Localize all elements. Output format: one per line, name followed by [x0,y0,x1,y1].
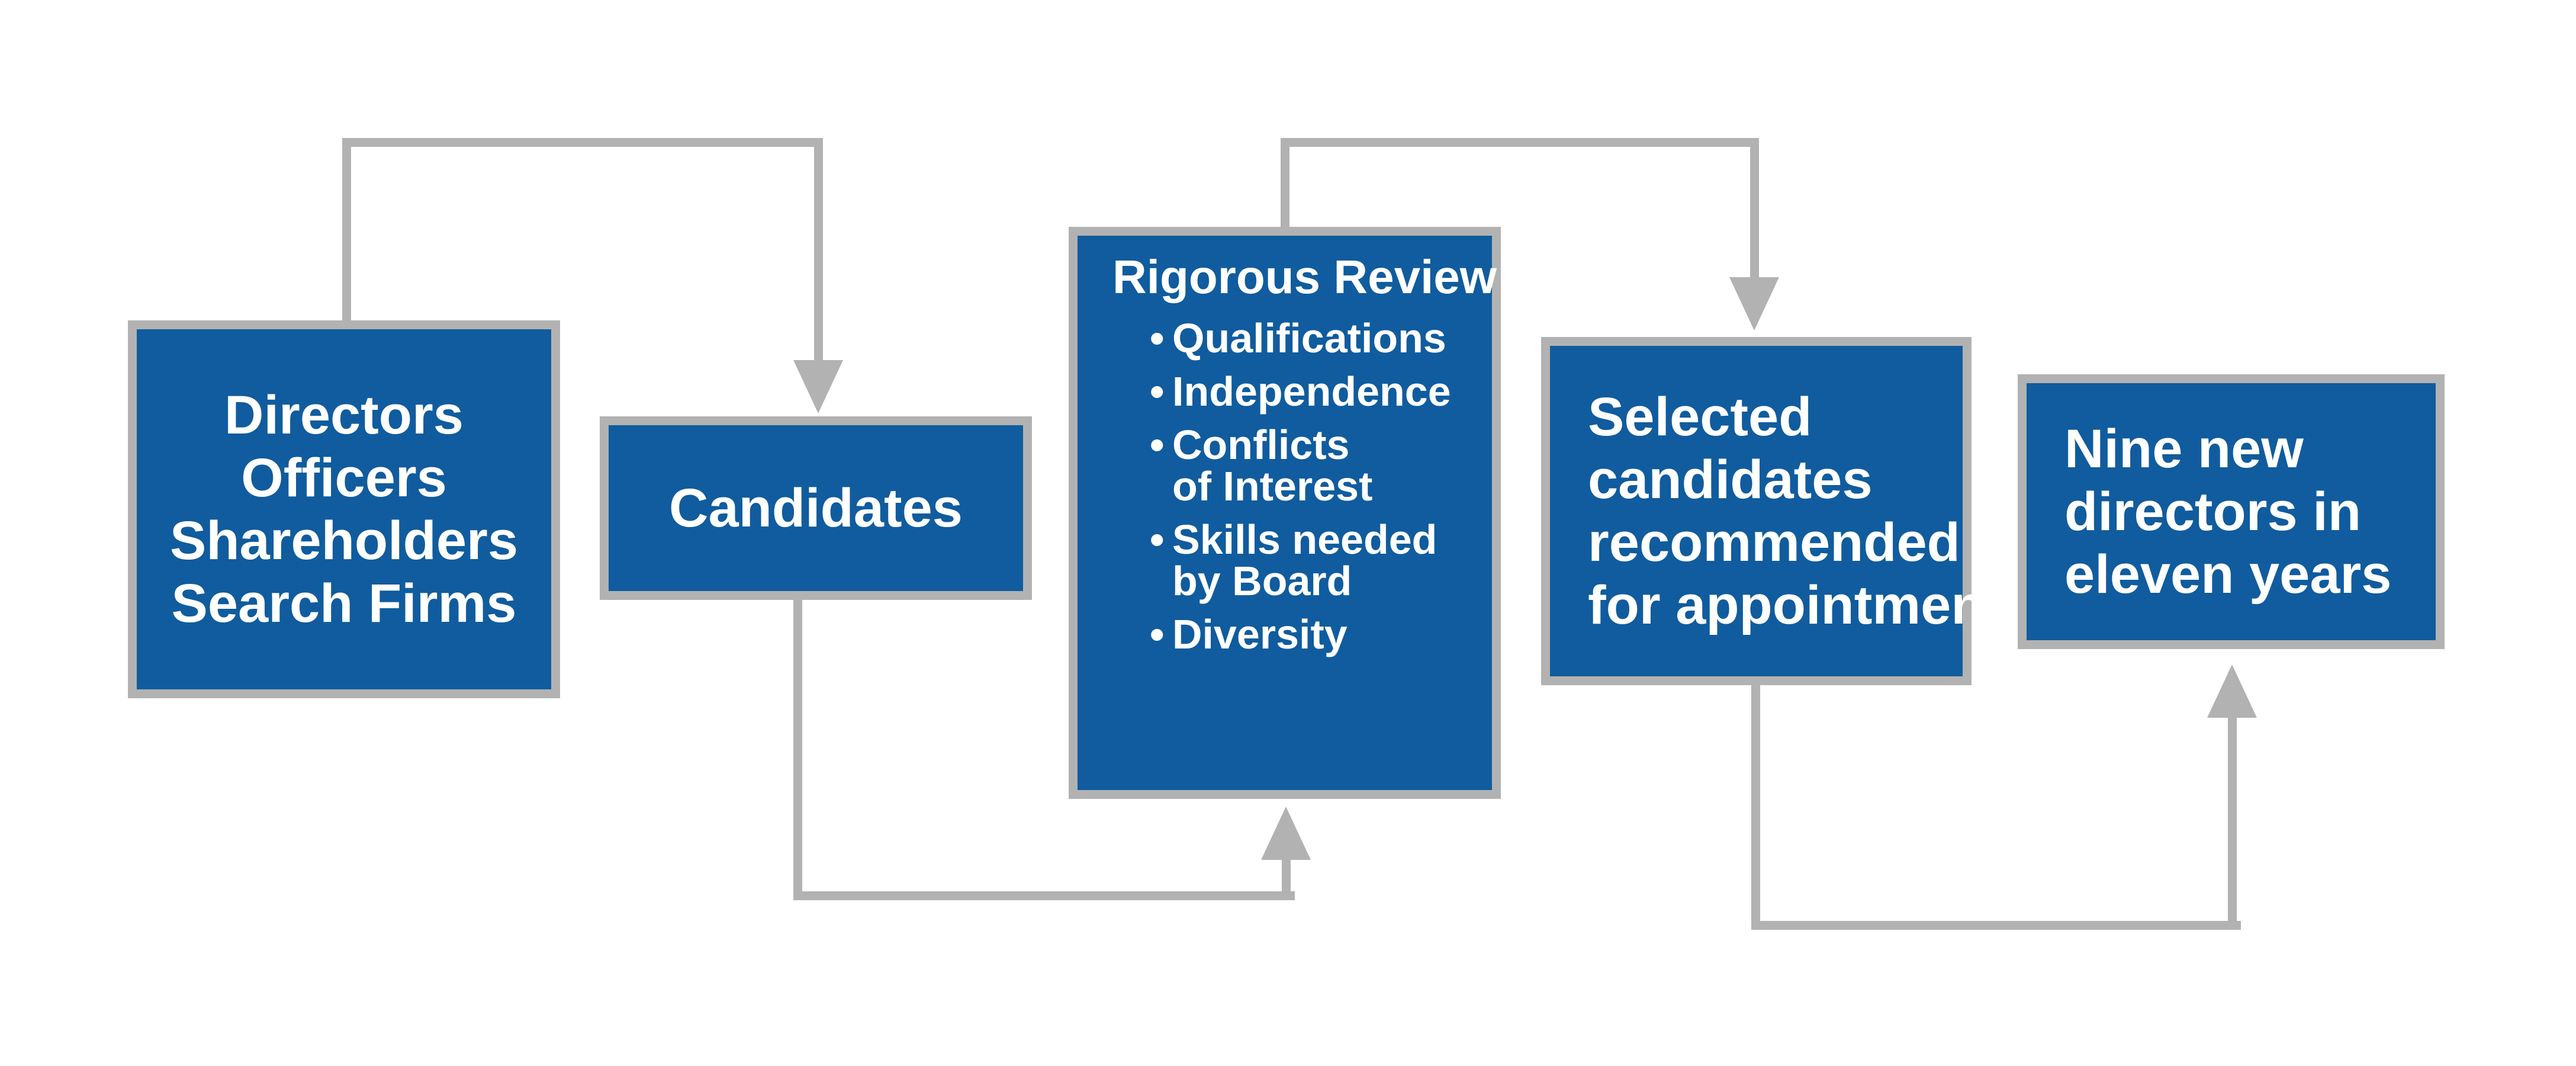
arrow-into-candidates-icon [793,360,843,413]
review-bullet-line: Diversity [1172,611,1348,657]
review-bullet-diversity: • Diversity [1112,614,1474,655]
connector-candidates-down-line [814,138,823,361]
review-bullet-line: Qualifications [1172,315,1446,361]
box-sources-line: Officers [241,448,447,508]
review-bullet-independence: • Independence [1112,371,1474,412]
review-bullet-line: Conflicts [1172,422,1350,468]
review-bullet-line: by Board [1172,558,1352,604]
box-candidates-line: Candidates [669,478,963,538]
box-sources: Directors Officers Shareholders Search F… [128,320,560,698]
box-result: Nine new directors in eleven years [2018,374,2445,649]
connector-sources-top-line [342,138,823,147]
bullet-dot-icon: • [1150,315,1165,361]
box-selected-line: for appointment [1588,575,2003,635]
review-bullet-qualifications: • Qualifications [1112,317,1474,359]
review-bullet-skills: • Skills needed by Board [1112,519,1474,602]
box-review-title: Rigorous Review [1112,251,1497,303]
connector-result-rise-line [2228,717,2237,930]
review-bullet-line: Skills needed [1172,516,1437,563]
box-sources-line: Shareholders [170,510,518,571]
connector-sources-up-line [342,142,351,320]
box-selected-line: candidates [1588,449,1873,510]
box-sources-line: Search Firms [171,573,517,634]
connector-review-top-line [1281,138,1759,147]
review-bullet-line: of Interest [1172,463,1373,509]
box-review: Rigorous Review • Qualifications • Indep… [1069,227,1501,799]
review-bullet-line: Independence [1172,368,1451,415]
review-bullet-conflicts: • Conflicts of Interest [1112,424,1474,507]
box-selected-line: Selected [1588,387,1812,447]
connector-review-up-line [1281,142,1289,227]
arrow-into-result-icon [2207,664,2257,718]
box-selected-line: recommended [1588,512,1960,573]
box-sources-line: Directors [224,385,464,445]
box-result-line: directors in [2064,481,2362,542]
box-candidates: Candidates [600,416,1032,600]
box-selected: Selected candidates recommended for appo… [1541,337,2002,685]
bullet-dot-icon: • [1150,368,1165,415]
arrow-into-review-icon [1261,807,1311,860]
connector-selected-down-line [1750,138,1759,278]
bullet-dot-icon: • [1150,422,1165,468]
bullet-dot-icon: • [1150,516,1165,563]
connector-selected-bottom-drop-line [1751,685,1760,930]
connector-review-rise-line [1282,858,1291,900]
box-result-line: eleven years [2064,544,2392,605]
connector-selected-bottom-line [1751,921,2241,930]
box-result-line: Nine new [2064,419,2304,479]
arrow-into-selected-icon [1729,277,1779,330]
connector-candidates-bottom-line [793,891,1295,900]
bullet-dot-icon: • [1150,611,1165,657]
connector-candidates-bottom-drop-line [793,600,802,900]
